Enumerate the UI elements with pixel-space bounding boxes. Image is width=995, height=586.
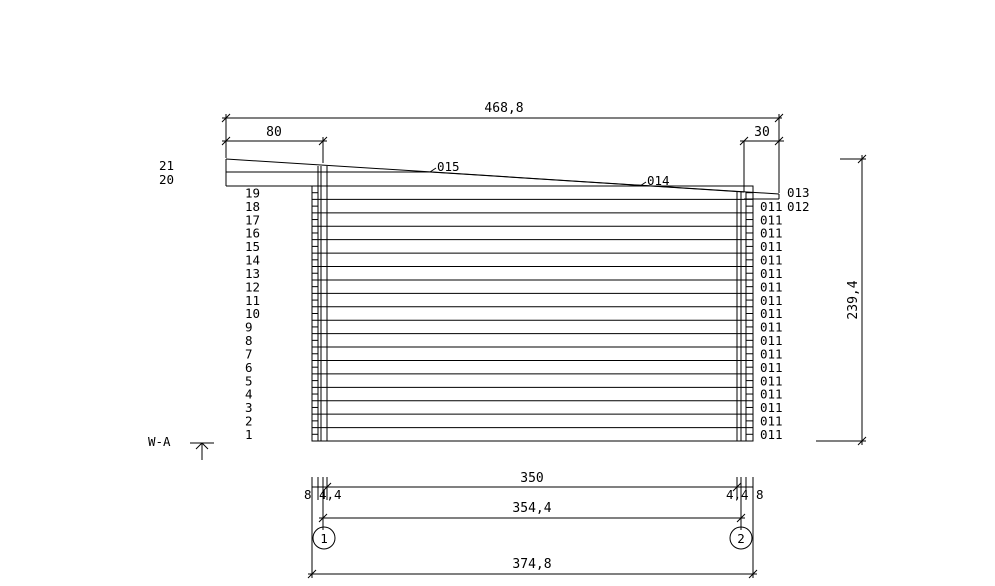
overall-roof-dimension: 468,8 bbox=[221, 101, 784, 193]
axis-marker-2 bbox=[729, 526, 753, 550]
log-row-label: 18 bbox=[245, 199, 260, 214]
right-log-label: 011 bbox=[760, 253, 783, 268]
log-row-label: 8 bbox=[245, 333, 253, 348]
right-log-label: 011 bbox=[760, 360, 783, 375]
right-log-labels: 0110110110110110110110110110110110110110… bbox=[760, 199, 783, 442]
roof-label-20: 20 bbox=[159, 172, 174, 187]
right-log-label: 011 bbox=[760, 400, 783, 415]
log-wall bbox=[311, 166, 754, 442]
roof-label-21: 21 bbox=[159, 158, 174, 173]
log-row-label: 9 bbox=[245, 320, 253, 335]
eave-label-013: 013 bbox=[787, 185, 810, 200]
axis-label-2: 2 bbox=[737, 531, 745, 546]
left-post-offset-label: 4,4 bbox=[319, 487, 342, 502]
log-row-label: 2 bbox=[245, 414, 253, 429]
span-inner-label: 350 bbox=[520, 471, 543, 486]
log-row-label: 11 bbox=[245, 293, 260, 308]
left-overhang-dimension: 80 bbox=[221, 125, 328, 163]
right-log-label: 011 bbox=[760, 306, 783, 321]
wall-outline bbox=[311, 185, 754, 442]
right-log-label: 011 bbox=[760, 414, 783, 429]
log-row-label: 12 bbox=[245, 279, 260, 294]
log-row-label: 19 bbox=[245, 185, 260, 200]
log-row-label: 15 bbox=[245, 239, 260, 254]
right-overhang-label: 30 bbox=[754, 125, 770, 140]
rafter-label-right: 014 bbox=[647, 173, 670, 188]
section-marker: W-A bbox=[148, 434, 214, 460]
log-row-label: 7 bbox=[245, 346, 253, 361]
right-log-label: 011 bbox=[760, 279, 783, 294]
left-overhang-label: 80 bbox=[266, 125, 282, 140]
right-log-label: 011 bbox=[760, 427, 783, 442]
log-row-label: 3 bbox=[245, 400, 253, 415]
log-row-label: 17 bbox=[245, 212, 260, 227]
bottom-dimensions: 350 8 4,4 4,4 8 354,4 1 2 374,8 bbox=[304, 471, 764, 579]
right-wall-thickness-label: 8 bbox=[756, 487, 764, 502]
overall-roof-width-label: 468,8 bbox=[484, 101, 523, 116]
log-row-label: 6 bbox=[245, 360, 253, 375]
eave-label-012: 012 bbox=[787, 199, 810, 214]
rafter-label-left: 015 bbox=[437, 159, 460, 174]
right-log-label: 011 bbox=[760, 333, 783, 348]
log-row-label: 10 bbox=[245, 306, 260, 321]
right-post-offset-label: 4,4 bbox=[726, 487, 749, 502]
right-log-label: 011 bbox=[760, 212, 783, 227]
roof-labels: 21 20 015 014 013 012 bbox=[159, 158, 810, 214]
right-log-label: 011 bbox=[760, 387, 783, 402]
overall-base-label: 374,8 bbox=[512, 557, 551, 572]
log-row-label: 13 bbox=[245, 266, 260, 281]
right-log-label: 011 bbox=[760, 266, 783, 281]
log-row-label: 16 bbox=[245, 226, 260, 241]
axis-marker-1 bbox=[312, 526, 336, 550]
right-log-label: 011 bbox=[760, 199, 783, 214]
log-row-label: 4 bbox=[245, 387, 253, 402]
right-log-label: 011 bbox=[760, 346, 783, 361]
log-row-label: 5 bbox=[245, 373, 253, 388]
section-marker-label: W-A bbox=[148, 434, 171, 449]
right-log-label: 011 bbox=[760, 239, 783, 254]
axis-to-axis-label: 354,4 bbox=[512, 501, 551, 516]
right-overhang-dimension: 30 bbox=[739, 125, 784, 192]
height-label: 239,4 bbox=[846, 280, 861, 319]
right-log-label: 011 bbox=[760, 226, 783, 241]
left-wall-thickness-label: 8 bbox=[304, 487, 312, 502]
roof bbox=[225, 158, 780, 200]
right-log-label: 011 bbox=[760, 320, 783, 335]
axis-label-1: 1 bbox=[320, 531, 328, 546]
log-row-label: 1 bbox=[245, 427, 253, 442]
height-dimension: 239,4 bbox=[816, 154, 867, 446]
right-log-label: 011 bbox=[760, 373, 783, 388]
log-row-label: 14 bbox=[245, 253, 260, 268]
right-log-label: 011 bbox=[760, 293, 783, 308]
